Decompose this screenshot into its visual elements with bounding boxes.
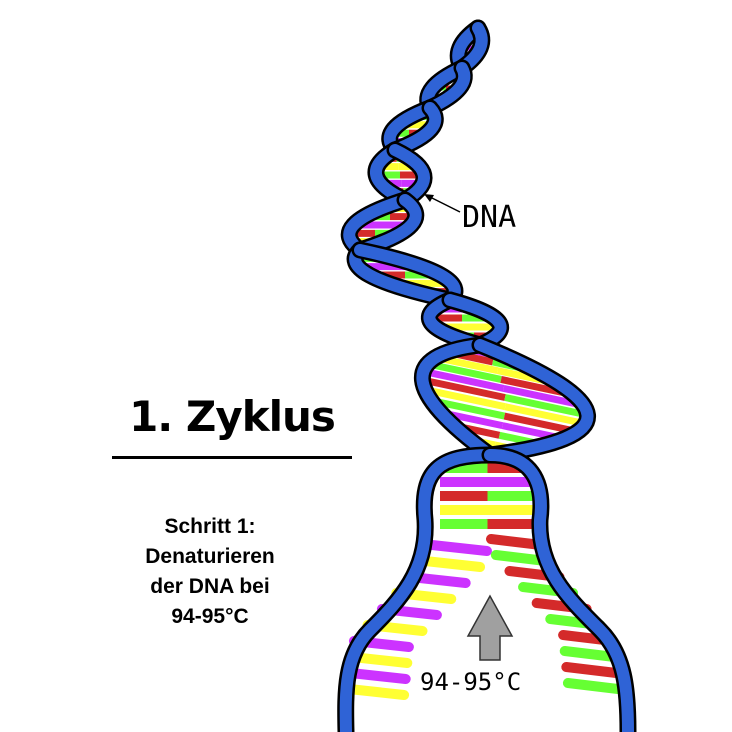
- base: [504, 403, 587, 428]
- dna-pointer-arrow: [424, 194, 461, 213]
- base: [422, 367, 505, 392]
- title-underline: [112, 456, 352, 459]
- dna-strand: [484, 449, 634, 732]
- cycle-title: 1. Zyklus: [129, 392, 336, 441]
- step-line: der DNA bei: [150, 575, 270, 598]
- base: [344, 684, 410, 700]
- step-line: 94-95°C: [171, 605, 249, 628]
- base: [559, 646, 620, 662]
- dna-strand: [339, 449, 496, 732]
- base: [427, 360, 502, 383]
- base: [561, 662, 622, 678]
- base: [427, 540, 492, 556]
- base: [504, 394, 589, 419]
- step-line: Schritt 1:: [164, 515, 256, 538]
- base: [424, 386, 507, 411]
- dna-strand: [474, 339, 594, 461]
- dna-strand: [389, 144, 430, 206]
- dna-strands: [337, 19, 637, 732]
- base: [562, 678, 623, 694]
- dna-strand: [416, 339, 496, 461]
- base: [420, 556, 486, 572]
- dna-label: DNA: [462, 200, 517, 235]
- step-line: Denaturieren: [145, 545, 275, 568]
- temperature-label: 94-95°C: [420, 668, 522, 696]
- heat-arrow-icon: [466, 594, 514, 661]
- base: [421, 376, 506, 401]
- base: [345, 668, 411, 684]
- dna-strand: [354, 194, 422, 256]
- step-description: Schritt 1: Denaturieren der DNA bei 94-9…: [110, 512, 310, 632]
- base: [486, 534, 546, 550]
